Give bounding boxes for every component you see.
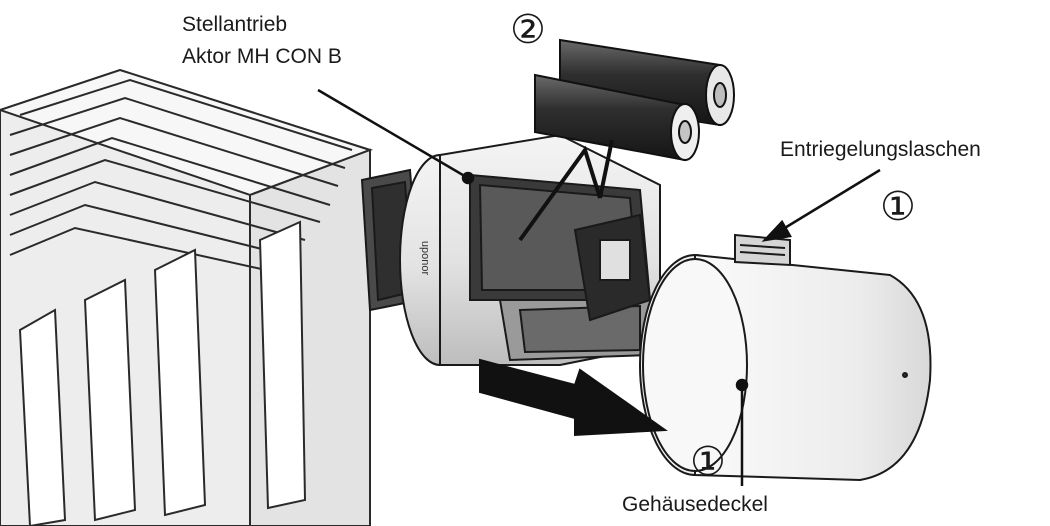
release-tabs-label: Entriegelungslaschen	[780, 138, 981, 161]
cover-step-marker: ①	[690, 440, 726, 484]
actuator-body	[399, 133, 661, 366]
housing-cover	[639, 233, 932, 482]
leader-lines	[317, 88, 881, 486]
radiator	[0, 68, 374, 526]
battery-insert-arrows	[518, 139, 614, 242]
batteries-step-marker: ②	[510, 8, 546, 52]
release-step-marker: ①	[880, 185, 916, 229]
pull-off-arrow	[479, 358, 668, 437]
device-brand-mark: uponor	[419, 240, 432, 276]
housing-cover-label: Gehäusedeckel	[622, 493, 768, 516]
batteries	[534, 38, 735, 162]
actuator-label-line1: Stellantrieb	[182, 13, 288, 36]
actuator-label-line2: Aktor MH CON B	[182, 45, 342, 68]
